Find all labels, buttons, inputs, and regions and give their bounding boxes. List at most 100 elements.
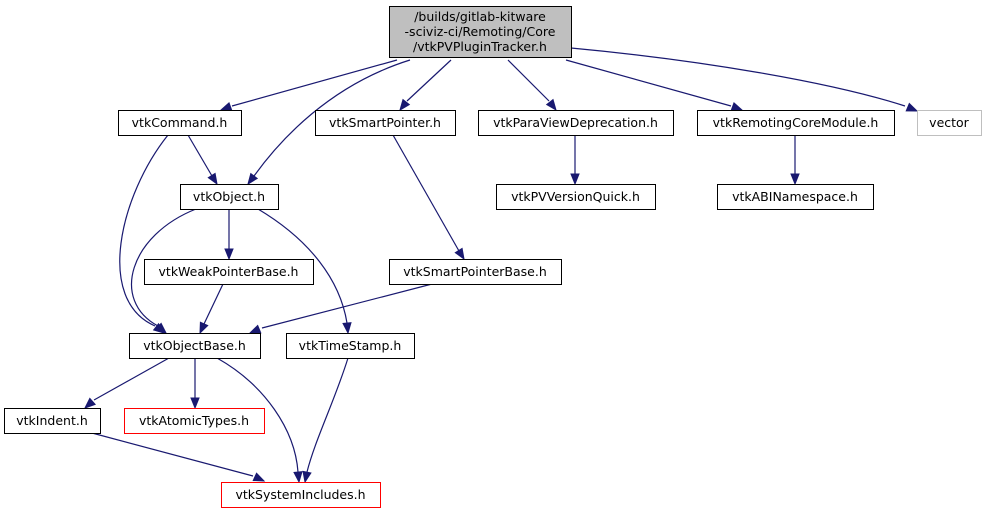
node-label: vtkCommand.h — [132, 115, 228, 130]
arrowhead-icon — [199, 321, 209, 335]
edge-line — [203, 283, 224, 325]
edge-line — [392, 134, 460, 252]
node-box[interactable] — [221, 482, 381, 508]
node-box[interactable] — [697, 110, 895, 136]
node-vtkWeakPointerBase[interactable]: vtkWeakPointerBase.h — [144, 259, 314, 285]
node-box[interactable] — [389, 259, 562, 285]
edges-layer — [83, 47, 919, 484]
edge-line — [406, 59, 452, 102]
node-label: vtkRemotingCoreModule.h — [713, 115, 879, 130]
nodes-layer: /builds/gitlab-kitware-sciviz-ci/Remotin… — [4, 6, 982, 508]
arrowhead-icon — [399, 98, 411, 112]
node-box[interactable] — [118, 110, 242, 136]
node-vtkRemotingCoreModule[interactable]: vtkRemotingCoreModule.h — [697, 110, 895, 136]
node-vtkIndent[interactable]: vtkIndent.h — [4, 408, 101, 434]
edge-vtkObjectBase-to-vtkSystemIncludes — [216, 357, 303, 484]
node-label: vtkObject.h — [193, 189, 265, 204]
edge-root-to-vtkSmartPointer — [399, 59, 452, 112]
edge-line — [565, 59, 732, 107]
node-box[interactable] — [496, 184, 656, 210]
edge-vtkSmartPointerBase-to-vtkObjectBase — [248, 283, 433, 334]
arrowhead-icon — [207, 172, 218, 186]
node-vector[interactable]: vector — [917, 110, 982, 136]
node-vtkTimeStamp[interactable]: vtkTimeStamp.h — [286, 333, 415, 359]
node-box[interactable] — [286, 333, 415, 359]
arrowhead-icon — [219, 101, 233, 111]
arrowhead-icon — [545, 98, 557, 112]
edge-line — [570, 47, 906, 107]
node-box[interactable] — [129, 333, 261, 359]
edge-line — [130, 208, 197, 327]
arrowhead-icon — [454, 247, 465, 261]
node-label: /vtkPVPluginTracker.h — [413, 39, 547, 54]
edge-line — [253, 59, 411, 177]
edge-vtkObject-to-vtkTimeStamp — [257, 208, 352, 335]
node-box[interactable] — [180, 184, 279, 210]
edge-vtkCommand-to-vtkObjectBase — [119, 134, 169, 334]
node-label: vtkSmartPointer.h — [329, 115, 441, 130]
edge-line — [119, 134, 169, 327]
edge-line — [306, 357, 349, 473]
node-box[interactable] — [315, 110, 456, 136]
node-label: vtkAtomicTypes.h — [139, 413, 249, 428]
node-label: vtkPVVersionQuick.h — [511, 189, 640, 204]
edge-vtkObjectBase-to-vtkIndent — [83, 357, 170, 409]
node-box[interactable] — [4, 408, 101, 434]
arrowhead-icon — [790, 173, 800, 186]
node-label: -sciviz-ci/Remoting/Core — [405, 24, 556, 39]
node-label: vtkTimeStamp.h — [299, 338, 402, 353]
arrowhead-icon — [83, 397, 96, 409]
node-box[interactable] — [717, 184, 874, 210]
node-vtkSmartPointerBase[interactable]: vtkSmartPointerBase.h — [389, 259, 562, 285]
edge-line — [216, 357, 299, 473]
node-vtkObject[interactable]: vtkObject.h — [180, 184, 279, 210]
edge-vtkObject-to-vtkWeakPointerBase — [224, 209, 234, 261]
edge-root-to-vtkCommand — [219, 59, 398, 111]
arrowhead-icon — [293, 471, 303, 484]
edge-vtkObject-to-vtkObjectBase — [130, 208, 197, 334]
node-label: vtkABINamespace.h — [732, 189, 858, 204]
node-vtkObjectBase[interactable]: vtkObjectBase.h — [129, 333, 261, 359]
node-vtkParaViewDeprecation[interactable]: vtkParaViewDeprecation.h — [478, 110, 674, 136]
arrowhead-icon — [248, 324, 262, 334]
edge-line — [187, 134, 213, 177]
node-vtkPVVersionQuick[interactable]: vtkPVVersionQuick.h — [496, 184, 656, 210]
edge-vtkCommand-to-vtkObject — [187, 134, 218, 186]
arrowhead-icon — [154, 322, 168, 334]
node-box[interactable] — [917, 110, 982, 136]
edge-root-to-vtkParaViewDeprecation — [507, 59, 557, 112]
node-label: vector — [929, 115, 970, 130]
node-label: vtkSystemIncludes.h — [235, 487, 365, 502]
node-box[interactable] — [478, 110, 674, 136]
arrowhead-icon — [570, 173, 580, 186]
edge-line — [257, 208, 348, 324]
node-vtkAtomicTypes[interactable]: vtkAtomicTypes.h — [124, 408, 265, 434]
arrowhead-icon — [252, 472, 266, 482]
node-box[interactable] — [389, 6, 572, 58]
node-label: vtkSmartPointerBase.h — [403, 264, 547, 279]
node-label: vtkWeakPointerBase.h — [159, 264, 299, 279]
node-label: /builds/gitlab-kitware — [414, 9, 546, 24]
edge-vtkTimeStamp-to-vtkSystemIncludes — [302, 357, 349, 484]
edge-root-to-vtkRemotingCoreModule — [565, 59, 744, 111]
arrowhead-icon — [224, 248, 234, 261]
edge-vtkRemotingCoreModule-to-vtkABINamespace — [790, 135, 800, 186]
arrowhead-icon — [247, 172, 259, 186]
node-vtkSystemIncludes[interactable]: vtkSystemIncludes.h — [221, 482, 381, 508]
arrowhead-icon — [730, 101, 744, 111]
edge-root-to-vtkObject — [247, 59, 411, 186]
node-box[interactable] — [124, 408, 265, 434]
arrowhead-icon — [905, 102, 919, 112]
edge-vtkParaViewDeprecation-to-vtkPVVersionQuick — [570, 135, 580, 186]
edge-line — [93, 357, 170, 401]
node-vtkSmartPointer[interactable]: vtkSmartPointer.h — [315, 110, 456, 136]
node-box[interactable] — [144, 259, 314, 285]
node-label: vtkObjectBase.h — [143, 338, 246, 353]
edge-vtkSmartPointer-to-vtkSmartPointerBase — [392, 134, 465, 261]
edge-vtkIndent-to-vtkSystemIncludes — [91, 432, 266, 482]
node-vtkCommand[interactable]: vtkCommand.h — [118, 110, 242, 136]
node-root[interactable]: /builds/gitlab-kitware-sciviz-ci/Remotin… — [389, 6, 572, 58]
arrowhead-icon — [342, 322, 352, 335]
node-vtkABINamespace[interactable]: vtkABINamespace.h — [717, 184, 874, 210]
